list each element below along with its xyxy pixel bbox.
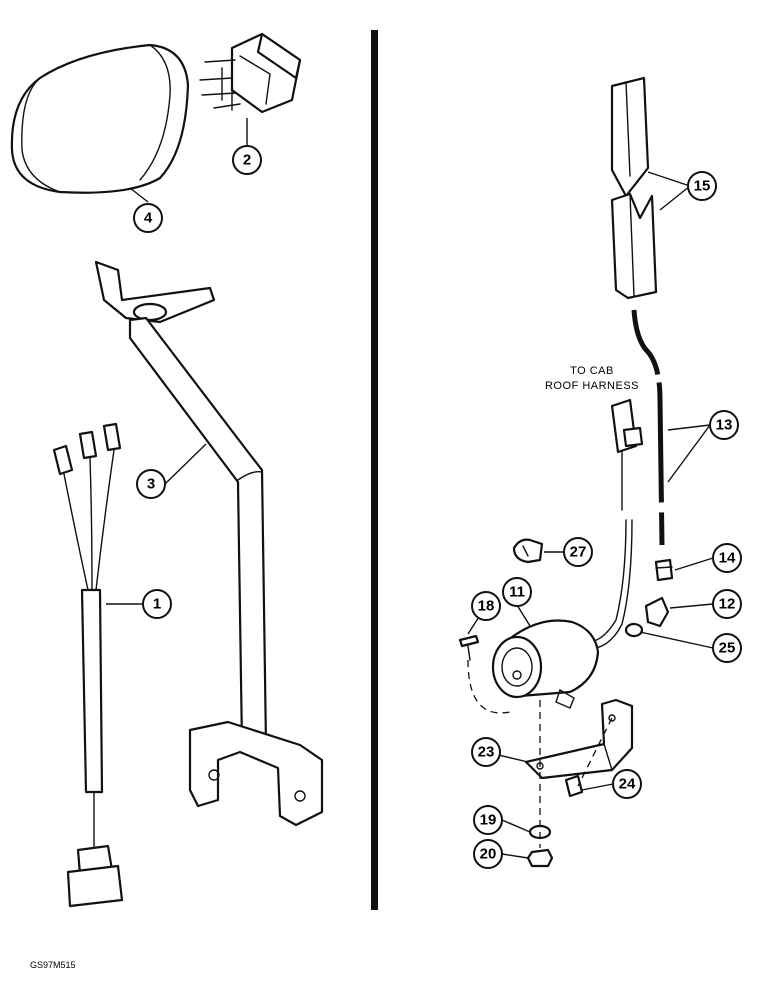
callout-15-label: 15 <box>694 178 711 195</box>
screw-part-18 <box>458 634 480 661</box>
figure-code: GS97M515 <box>30 960 76 970</box>
note-line-2: ROOF HARNESS <box>545 380 639 392</box>
leader-lines <box>106 118 714 859</box>
wire-harness-part <box>52 422 124 908</box>
callout-13-label: 13 <box>716 417 733 434</box>
callout-11-label: 11 <box>509 584 525 601</box>
elbow-fitting-part <box>644 596 670 628</box>
bolt-part-24 <box>564 774 584 798</box>
callout-14-label: 14 <box>719 550 736 567</box>
callout-23-label: 23 <box>478 744 495 761</box>
washer-part-25 <box>624 622 644 638</box>
callout-19: 19 <box>473 805 503 835</box>
callout-20-label: 20 <box>480 846 497 863</box>
callout-14: 14 <box>712 543 742 573</box>
callout-18-label: 18 <box>478 598 495 615</box>
callout-3: 3 <box>136 469 166 499</box>
mounting-arm-part <box>94 260 324 827</box>
assembly-line <box>577 717 613 787</box>
callout-2-label: 2 <box>243 152 251 169</box>
switch-cover-part <box>10 43 190 194</box>
callout-13: 13 <box>709 410 739 440</box>
callout-18: 18 <box>471 591 501 621</box>
bracket-part-23 <box>524 698 634 780</box>
callout-19-label: 19 <box>480 812 497 829</box>
callout-24-label: 24 <box>619 776 636 793</box>
callout-15: 15 <box>687 171 717 201</box>
callout-12-label: 12 <box>719 596 736 613</box>
roof-harness-connector <box>610 398 644 511</box>
fitting-part-14 <box>654 558 674 582</box>
callout-25: 25 <box>712 633 742 663</box>
callout-3-label: 3 <box>147 476 155 493</box>
callout-25-label: 25 <box>719 640 736 657</box>
callout-20: 20 <box>473 839 503 869</box>
center-divider <box>371 30 378 910</box>
callout-1: 1 <box>142 589 172 619</box>
gauge-housing-part <box>491 519 633 709</box>
callout-27: 27 <box>563 537 593 567</box>
cable-part <box>631 309 665 546</box>
nut-part-20 <box>526 848 554 868</box>
note-line-1: TO CAB <box>570 365 614 377</box>
rocker-switch-part <box>199 32 302 114</box>
callout-12: 12 <box>712 589 742 619</box>
callout-11: 11 <box>502 577 532 607</box>
callout-1-label: 1 <box>153 596 161 613</box>
callout-4: 4 <box>133 203 163 233</box>
callout-24: 24 <box>612 769 642 799</box>
callout-27-label: 27 <box>570 544 587 561</box>
callout-23: 23 <box>471 737 501 767</box>
callout-2: 2 <box>232 145 262 175</box>
wire-channel-part <box>610 76 658 300</box>
callout-4-label: 4 <box>144 210 153 227</box>
bulb-part <box>512 538 544 564</box>
